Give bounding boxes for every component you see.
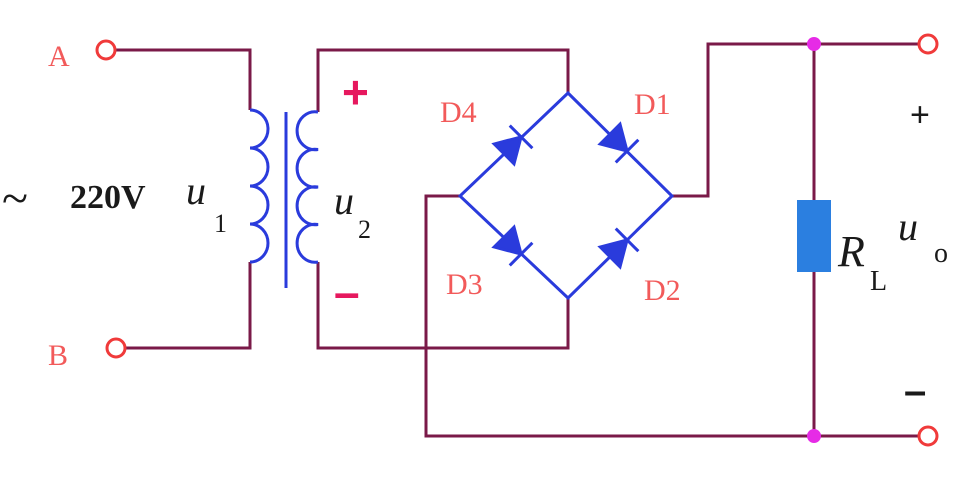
wire-primary-bottom <box>126 262 252 350</box>
terminal-b <box>105 337 127 359</box>
terminal-a <box>95 39 117 61</box>
terminals <box>95 33 939 447</box>
load-subscript: L <box>870 266 887 297</box>
diode-d2-label: D2 <box>644 274 681 307</box>
wire-secondary-top <box>316 48 570 112</box>
diode-d1-label: D1 <box>634 88 671 121</box>
secondary-coil <box>295 110 319 264</box>
terminal-output-positive <box>917 33 939 55</box>
wires <box>116 42 920 438</box>
output-plus-sign: + <box>910 96 930 134</box>
diode-d4-symbol <box>491 124 534 167</box>
terminal-a-label: A <box>48 40 70 73</box>
diode-d3-label: D3 <box>446 268 483 301</box>
load-symbol: R <box>837 227 865 276</box>
load-resistor <box>797 200 831 272</box>
bridge-diamond <box>457 90 675 301</box>
transformer <box>249 108 319 288</box>
diode-d4-label: D4 <box>440 96 477 129</box>
secondary-voltage-subscript: 2 <box>358 215 371 244</box>
diode-d1-symbol <box>597 121 640 164</box>
wire-primary-top <box>116 48 252 110</box>
primary-coil <box>249 108 270 264</box>
junctions <box>807 37 821 443</box>
junction-bottom <box>807 429 821 443</box>
secondary-plus-sign: + <box>342 66 369 118</box>
wire-bridge-negative <box>424 194 920 438</box>
source-tilde: ~ <box>2 172 28 225</box>
wire-secondary-bottom <box>316 262 570 350</box>
output-minus-sign: – <box>904 369 926 413</box>
primary-voltage-symbol: u <box>186 168 206 213</box>
bridge-rectifier <box>457 90 675 301</box>
secondary-minus-sign: – <box>334 266 360 318</box>
primary-voltage-subscript: 1 <box>214 209 227 238</box>
secondary-voltage-symbol: u <box>334 178 354 223</box>
terminal-b-label: B <box>48 339 68 372</box>
junction-top <box>807 37 821 51</box>
wire-bridge-positive <box>672 42 920 198</box>
output-voltage-symbol: u <box>898 204 918 249</box>
terminal-output-negative <box>917 425 939 447</box>
source-voltage-label: 220V <box>70 179 146 216</box>
output-voltage-subscript: o <box>934 238 948 269</box>
diode-d3-symbol <box>491 224 534 267</box>
diode-d2-symbol <box>597 227 640 270</box>
